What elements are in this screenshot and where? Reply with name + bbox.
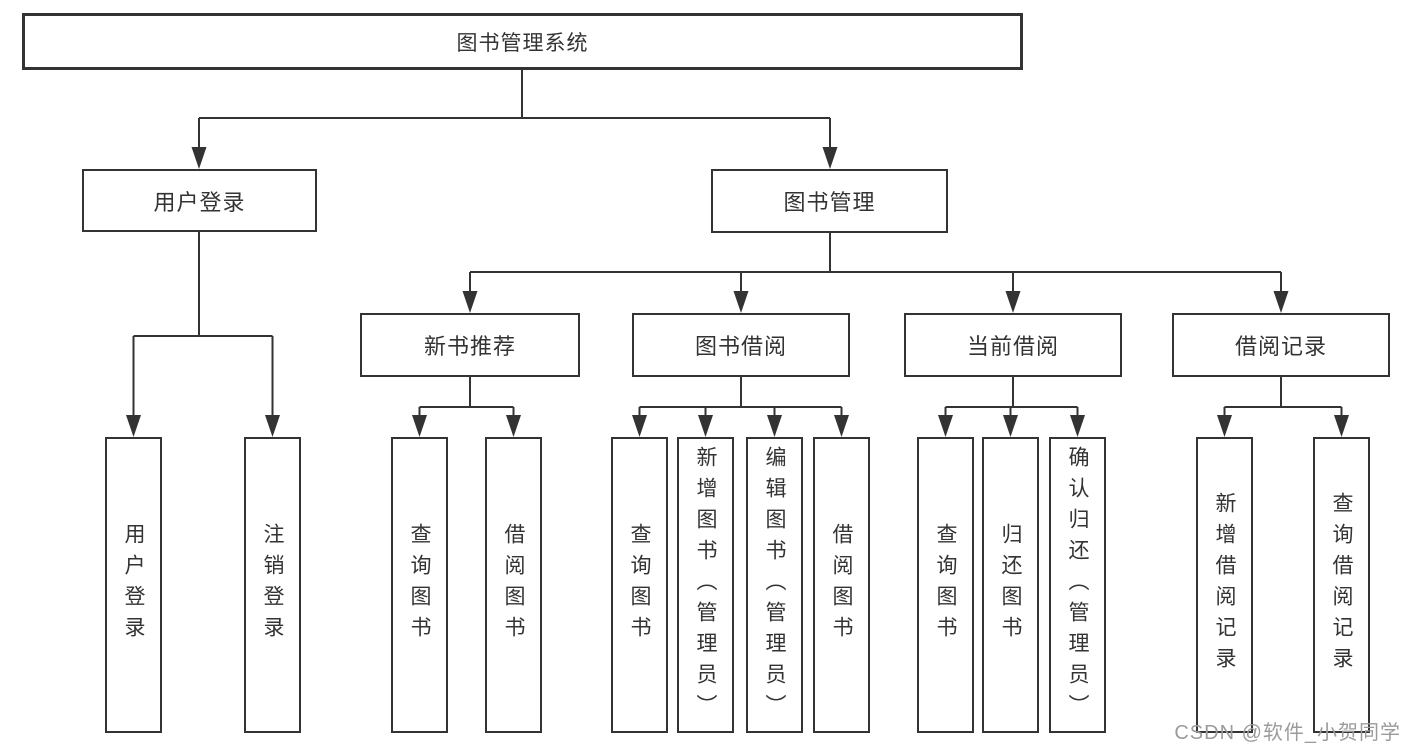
arrowhead-group [126,147,1349,437]
node-book-borrowing: 图书借阅 [632,313,850,377]
node-label: 归还图书 [999,523,1022,647]
leaf-query-books-recommend: 查询图书 [391,437,448,733]
node-new-book-recommendation: 新书推荐 [360,313,580,377]
node-label: 图书借阅 [694,334,787,359]
leaf-return-books: 归还图书 [982,437,1039,733]
node-label: 确认归还（管理员） [1066,445,1089,725]
leaf-edit-books-admin: 编辑图书（管理员） [746,437,803,733]
leaf-query-books-current: 查询图书 [917,437,974,733]
node-label: 借阅图书 [830,523,853,647]
node-label: 借阅记录 [1234,334,1327,359]
leaf-query-books-borrowing: 查询图书 [611,437,668,733]
leaf-user-login: 用户登录 [105,437,162,733]
node-label: 编辑图书（管理员） [763,445,786,725]
node-library-management-system: 图书管理系统 [22,13,1023,70]
node-label: 查询图书 [934,523,957,647]
node-label: 查询图书 [408,523,431,647]
leaf-borrow-books: 借阅图书 [813,437,870,733]
node-label: 查询借阅记录 [1330,492,1353,678]
node-book-management: 图书管理 [711,169,948,233]
node-label: 查询图书 [628,523,651,647]
leaf-borrow-books-recommend: 借阅图书 [485,437,542,733]
node-current-borrowing: 当前借阅 [904,313,1122,377]
leaf-logout: 注销登录 [244,437,301,733]
node-label: 新书推荐 [423,334,516,359]
leaf-confirm-return-admin: 确认归还（管理员） [1049,437,1106,733]
leaf-add-borrow-record: 新增借阅记录 [1196,437,1253,733]
node-borrowing-records: 借阅记录 [1172,313,1390,377]
leaf-add-books-admin: 新增图书（管理员） [677,437,734,733]
node-label: 新增图书（管理员） [694,445,717,725]
watermark: CSDN @软件_小贺同学 [1174,722,1401,744]
node-label: 图书管理系统 [456,31,589,55]
node-label: 新增借阅记录 [1213,492,1236,678]
node-user-login-group: 用户登录 [82,169,317,232]
node-label: 用户登录 [153,189,246,215]
node-label: 当前借阅 [966,334,1059,359]
node-label: 用户登录 [122,523,145,647]
node-label: 注销登录 [261,523,284,647]
node-label: 借阅图书 [502,523,525,647]
node-label: 图书管理 [783,190,876,215]
leaf-query-borrow-record: 查询借阅记录 [1313,437,1370,733]
